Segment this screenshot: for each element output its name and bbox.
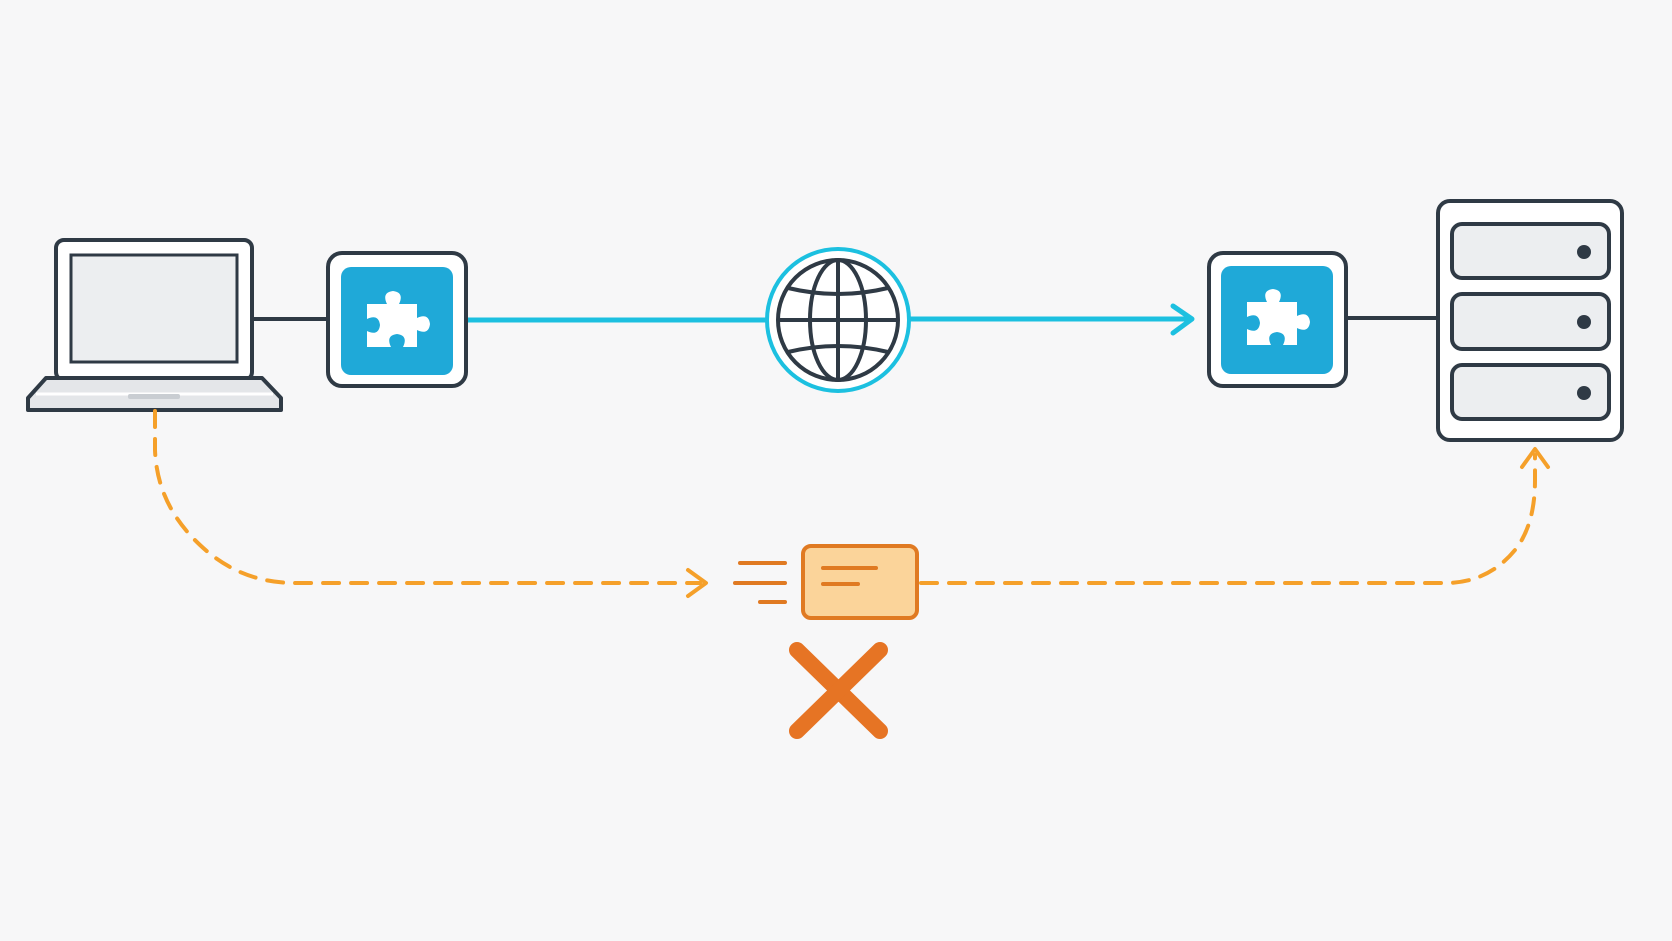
puzzle-piece-icon [367, 291, 430, 347]
message-envelope-icon [801, 544, 919, 620]
server-rack-icon [1436, 199, 1624, 442]
arrowhead-right [1170, 303, 1195, 336]
server-unit [1450, 363, 1611, 421]
insecure-path-right [919, 447, 1550, 585]
secure-link-right [908, 303, 1195, 336]
puzzle-piece-icon [1247, 289, 1310, 345]
globe-icon [765, 247, 911, 393]
arrowhead-dashed-left [686, 568, 708, 598]
insecure-path-left [153, 409, 708, 598]
server-extension-node [1207, 251, 1348, 388]
server-unit [1450, 292, 1611, 351]
motion-lines-icon [733, 561, 787, 604]
client-extension-node [326, 251, 468, 388]
x-mark-icon [789, 642, 888, 739]
server-unit [1450, 222, 1611, 280]
laptop-icon [26, 238, 283, 412]
arrowhead-dashed-up [1520, 447, 1550, 469]
